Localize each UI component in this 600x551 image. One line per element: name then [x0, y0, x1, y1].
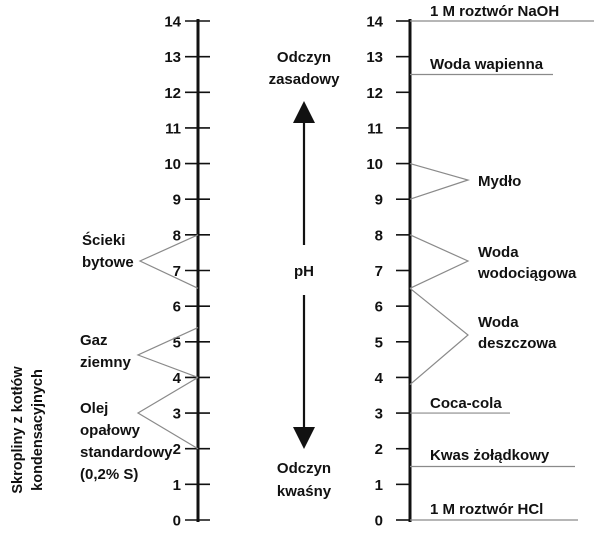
left-item-label: standardowy — [80, 444, 173, 461]
right-item-label: Woda — [478, 314, 519, 331]
left-tick-label: 5 — [173, 334, 181, 351]
left-tick-label: 12 — [164, 85, 181, 102]
ph-label: pH — [294, 263, 314, 280]
left-tick-label: 4 — [173, 370, 182, 387]
right-tick-label: 13 — [366, 49, 383, 66]
right-tick-label: 9 — [375, 192, 383, 209]
right-item-label: Woda — [478, 244, 519, 261]
left-tick-label: 1 — [173, 477, 181, 494]
right-item-label: Mydło — [478, 173, 521, 190]
side-title-line-2: kondensacyjnych — [30, 369, 46, 491]
acidic-label-line-1: Odczyn — [277, 460, 331, 477]
right-tick-label: 6 — [375, 299, 383, 316]
left-item-label: (0,2% S) — [80, 466, 138, 483]
right-tick-label: 8 — [375, 227, 383, 244]
left-tick-label: 8 — [173, 227, 181, 244]
right-tick-label: 3 — [375, 406, 383, 423]
left-tick-label: 0 — [173, 513, 181, 530]
basic-label-line-1: Odczyn — [277, 49, 331, 66]
right-tick-label: 14 — [366, 14, 383, 31]
left-item-label: ziemny — [80, 354, 132, 371]
basic-label-line-2: zasadowy — [269, 71, 341, 88]
right-tick-label: 1 — [375, 477, 383, 494]
left-tick-label: 13 — [164, 49, 181, 66]
left-tick-label: 11 — [165, 120, 181, 137]
left-item-bracket — [138, 234, 199, 289]
right-item-bracket — [409, 162, 471, 200]
side-title-line-1: Skropliny z kotłów — [10, 366, 26, 494]
left-tick-label: 3 — [173, 406, 181, 423]
left-item-bracket — [136, 326, 199, 378]
right-tick-label: 12 — [366, 85, 383, 102]
left-tick-label: 2 — [173, 441, 181, 458]
side-title: Skropliny z kotłów kondensacyjnych — [10, 366, 46, 494]
right-tick-label: 4 — [375, 370, 384, 387]
right-tick-label: 10 — [366, 156, 383, 173]
right-item-label: Kwas żołądkowy — [430, 447, 550, 464]
left-tick-label: 10 — [164, 156, 181, 173]
left-tick-label: 6 — [173, 299, 181, 316]
left-tick-label: 9 — [173, 192, 181, 209]
right-item-label: Woda wapienna — [430, 56, 544, 73]
left-item-label: bytowe — [82, 254, 134, 271]
right-item-label: deszczowa — [478, 335, 557, 352]
right-item-bracket — [409, 234, 470, 289]
right-tick-label: 5 — [375, 334, 383, 351]
left-item-label: Ścieki — [82, 231, 125, 249]
right-item-label: 1 M roztwór HCl — [430, 501, 543, 518]
acidic-label-line-2: kwaśny — [277, 483, 332, 500]
right-item-label: wodociągowa — [477, 265, 577, 282]
left-tick-label: 14 — [164, 14, 181, 31]
right-item-bracket — [409, 287, 469, 386]
right-tick-label: 2 — [375, 441, 383, 458]
left-item-bracket — [136, 376, 199, 450]
right-item-label: Coca-cola — [430, 395, 502, 412]
left-tick-label: 7 — [173, 263, 181, 280]
left-item-label: Gaz — [80, 332, 108, 349]
right-tick-label: 11 — [367, 120, 383, 137]
center-labels: Odczyn zasadowy pH Odczyn kwaśny — [269, 49, 341, 500]
right-item-label: 1 M roztwór NaOH — [430, 3, 559, 20]
right-tick-label: 7 — [375, 263, 383, 280]
right-tick-label: 0 — [375, 513, 383, 530]
left-item-label: opałowy — [80, 422, 141, 439]
left-item-label: Olej — [80, 400, 108, 417]
